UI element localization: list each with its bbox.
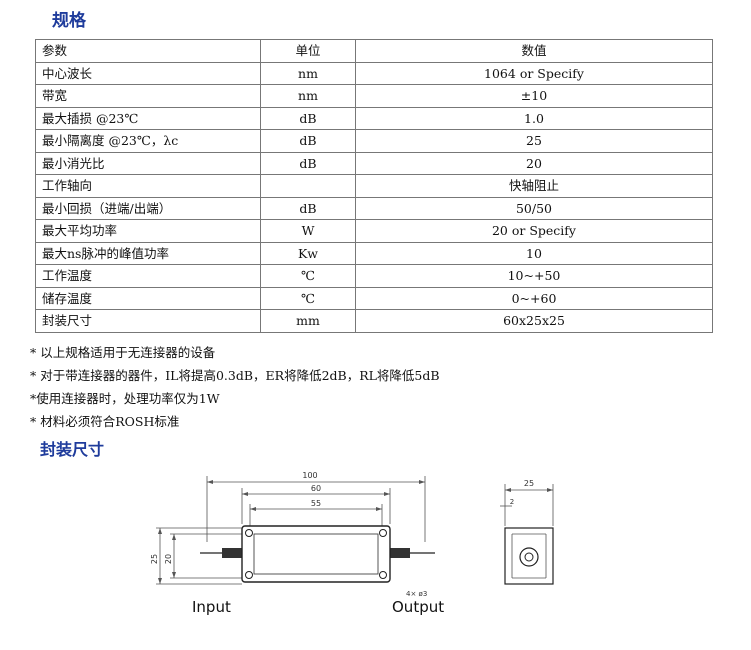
table-cell: 储存温度 — [35, 286, 261, 310]
package-drawing: 100 60 55 25 20 25 2 4× ø3 Input Output — [150, 471, 554, 616]
table-cell: nm — [260, 61, 356, 85]
table-cell: 最小消光比 — [35, 151, 261, 175]
table-cell: 最大平均功率 — [35, 219, 261, 243]
table-cell: 60x25x25 — [355, 309, 713, 333]
table-cell: mm — [260, 309, 356, 333]
table-cell — [260, 174, 356, 198]
header-cell: 数值 — [355, 39, 713, 63]
table-cell: 25 — [355, 129, 713, 153]
table-cell: dB — [260, 151, 356, 175]
table-cell: 50/50 — [355, 196, 713, 220]
table-cell: 工作温度 — [35, 264, 261, 288]
table-cell: Kw — [260, 241, 356, 265]
table-cell: nm — [260, 84, 356, 108]
table-cell: 10~+50 — [355, 264, 713, 288]
table-cell: 10 — [355, 241, 713, 265]
output-label: Output — [392, 598, 444, 616]
dim-20: 20 — [164, 554, 173, 564]
table-cell: ±10 — [355, 84, 713, 108]
table-row: 工作轴向 快轴阻止 — [35, 174, 713, 198]
dim-55: 55 — [311, 499, 321, 508]
table-cell: 最小隔离度 @23℃，λc — [35, 129, 261, 153]
spec-title: 规格 — [52, 11, 86, 31]
header-cell: 参数 — [35, 39, 261, 63]
table-cell: 20 or Specify — [355, 219, 713, 243]
dim-2: 2 — [510, 498, 514, 506]
table-cell: dB — [260, 196, 356, 220]
table-cell: 1.0 — [355, 106, 713, 130]
table-cell: ℃ — [260, 264, 356, 288]
notes-list: * 以上规格适用于无连接器的设备 * 对于带连接器的器件，IL将提高0.3dB，… — [30, 341, 440, 433]
note-item: *使用连接器时，处理功率仅为1W — [30, 391, 220, 406]
dim-side-25: 25 — [524, 479, 534, 488]
table-cell: dB — [260, 106, 356, 130]
table-cell: 带宽 — [35, 84, 261, 108]
table-cell: 0~+60 — [355, 286, 713, 310]
table-cell: dB — [260, 129, 356, 153]
table-header-row: 参数单位数值 — [35, 39, 713, 63]
table-cell: 快轴阻止 — [355, 174, 713, 198]
table-cell: W — [260, 219, 356, 243]
table-cell: 工作轴向 — [35, 174, 261, 198]
table-cell: ℃ — [260, 286, 356, 310]
dim-25: 25 — [150, 554, 159, 564]
table-cell: 最大ns脉冲的峰值功率 — [35, 241, 261, 265]
table-cell: 最大插损 @23℃ — [35, 106, 261, 130]
note-item: * 以上规格适用于无连接器的设备 — [30, 345, 216, 360]
header-cell: 单位 — [260, 39, 356, 63]
note-item: * 对于带连接器的器件，IL将提高0.3dB，ER将降低2dB，RL将降低5dB — [30, 368, 440, 383]
table-cell: 中心波长 — [35, 61, 261, 85]
hole-note: 4× ø3 — [406, 590, 427, 598]
table-cell: 最小回损（进端/出端） — [35, 196, 261, 220]
table-cell: 封装尺寸 — [35, 309, 261, 333]
package-title: 封装尺寸 — [40, 440, 105, 459]
table-cell: 1064 or Specify — [355, 61, 713, 85]
table-cell: 20 — [355, 151, 713, 175]
input-label: Input — [192, 598, 231, 616]
dim-100: 100 — [302, 471, 317, 480]
dim-60: 60 — [311, 484, 321, 493]
note-item: * 材料必须符合ROSH标准 — [30, 414, 180, 429]
